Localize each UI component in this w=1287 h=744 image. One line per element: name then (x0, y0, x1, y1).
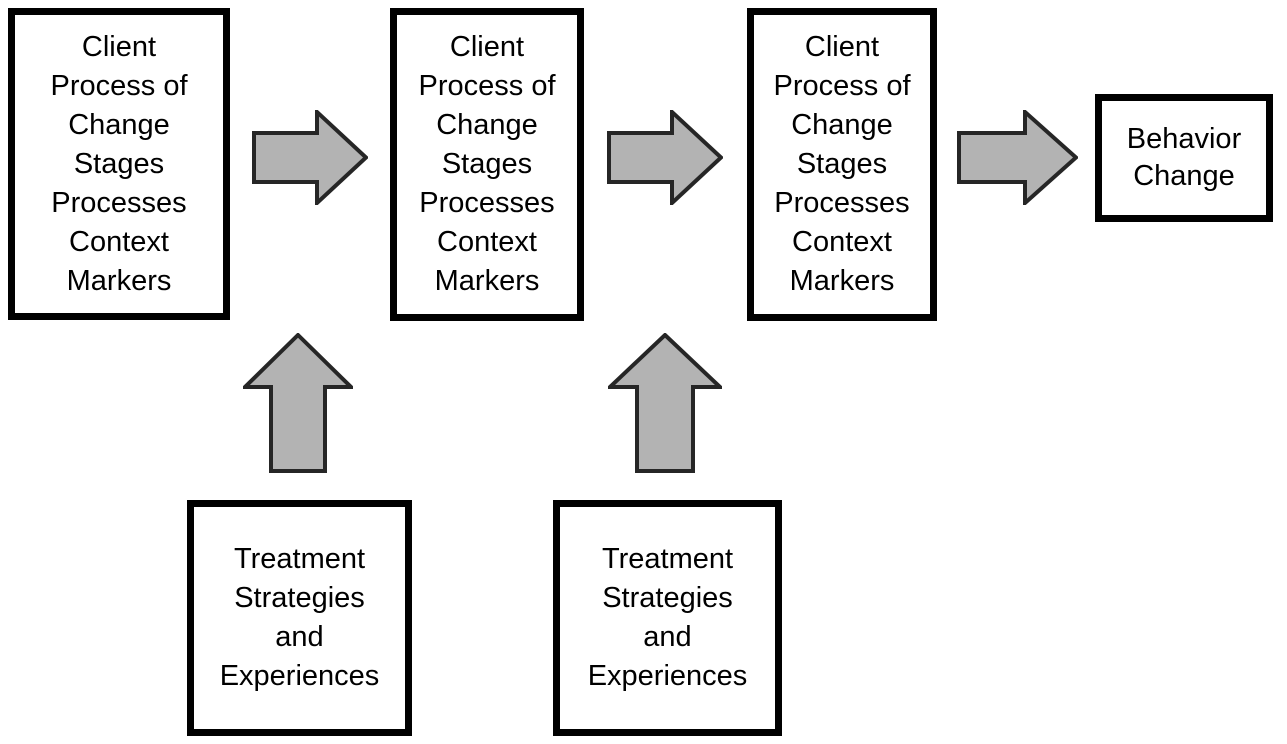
behavior-change-box: Behavior Change (1095, 94, 1273, 222)
up-arrow-shape-2 (608, 333, 722, 473)
up-arrow-icon-1 (243, 333, 353, 473)
client-process-text-2: Client Process of Change Stages Processe… (418, 31, 556, 297)
client-process-text-3: Client Process of Change Stages Processe… (773, 31, 911, 297)
client-process-box-1: Client Process of Change Stages Processe… (8, 8, 230, 320)
right-arrow-icon-2 (607, 110, 723, 205)
up-arrow-shape-1 (243, 333, 353, 473)
treatment-box-1: Treatment Strategies and Experiences (187, 500, 412, 736)
treatment-box-2: Treatment Strategies and Experiences (553, 500, 782, 736)
right-arrow-icon-1 (252, 110, 368, 205)
client-process-box-2: Client Process of Change Stages Processe… (390, 8, 584, 321)
client-process-text-1: Client Process of Change Stages Processe… (50, 30, 188, 297)
right-arrow-shape-3 (957, 110, 1078, 205)
right-arrow-shape-1 (252, 110, 368, 205)
client-process-box-3: Client Process of Change Stages Processe… (747, 8, 937, 321)
right-arrow-icon-3 (957, 110, 1078, 205)
up-arrow-icon-2 (608, 333, 722, 473)
right-arrow-shape-2 (607, 110, 723, 205)
treatment-text-2: Treatment Strategies and Experiences (587, 543, 748, 692)
behavior-change-text: Behavior Change (1126, 123, 1242, 192)
treatment-text-1: Treatment Strategies and Experiences (219, 543, 380, 692)
